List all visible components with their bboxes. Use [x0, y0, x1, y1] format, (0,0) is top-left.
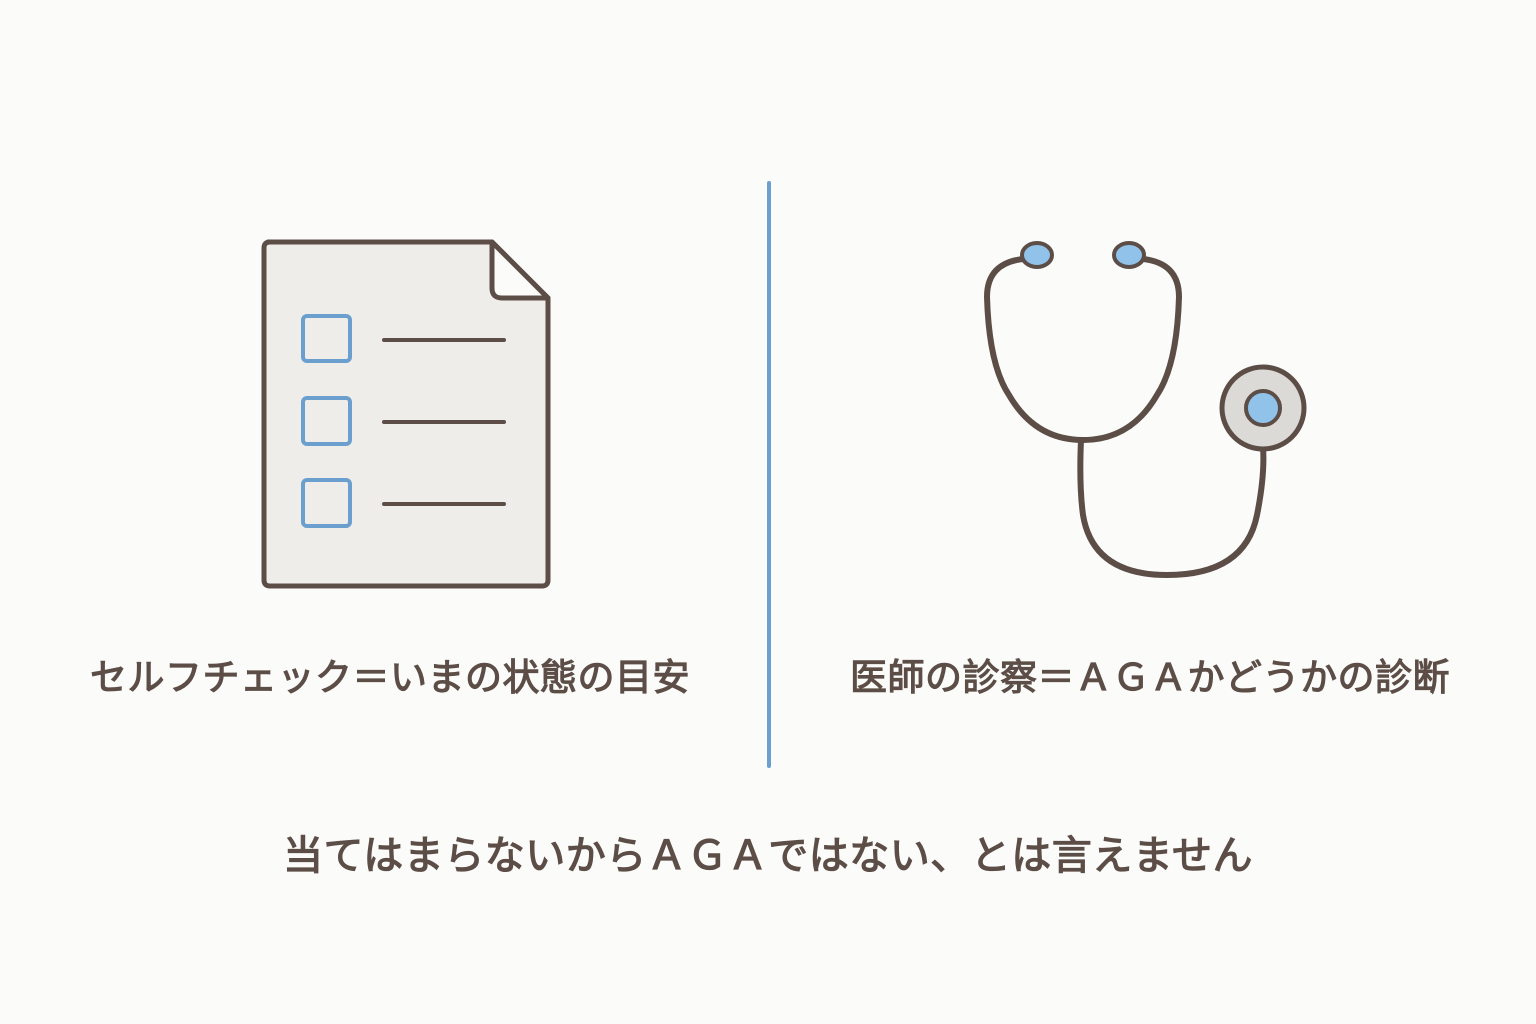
self-check-caption: セルフチェック＝いまの状態の目安	[90, 656, 690, 699]
left-ear-tip-icon	[1020, 241, 1054, 269]
center-divider	[767, 181, 771, 768]
stethoscope-icon	[983, 241, 1307, 579]
checkbox-row-1	[301, 314, 506, 363]
bottom-message: 当てはまらないからＡＧＡではない、とは言えません	[283, 833, 1253, 879]
checklist-document-icon	[261, 239, 551, 589]
doctor-diagnosis-caption: 医師の診察＝ＡＧＡかどうかの診断	[850, 656, 1450, 699]
right-ear-tip-icon	[1112, 241, 1146, 269]
checkbox-row-2	[301, 396, 506, 446]
checkbox-2	[301, 396, 352, 446]
checkbox-1	[301, 314, 352, 363]
chestpiece-diaphragm-icon	[1244, 389, 1282, 427]
checkbox-row-3	[301, 478, 506, 528]
checkbox-3	[301, 478, 352, 528]
